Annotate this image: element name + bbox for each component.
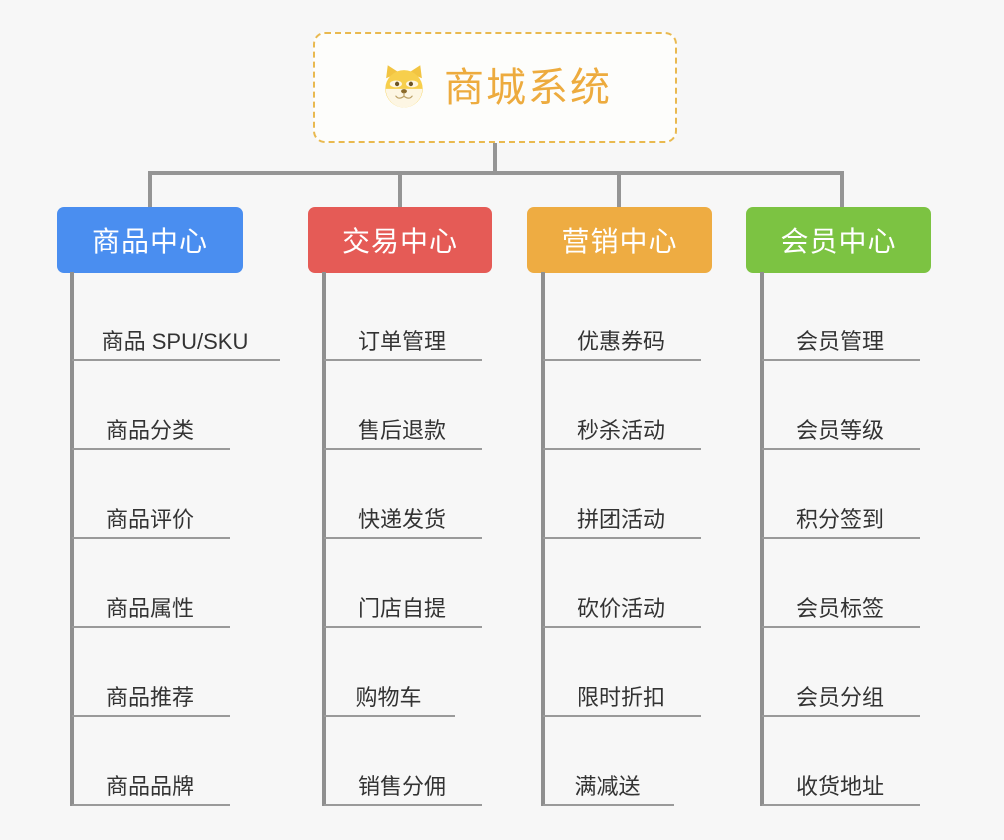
branch-spine-3: [541, 272, 545, 806]
leaf-underline: [324, 804, 482, 806]
leaf-underline: [762, 359, 920, 361]
leaf-label: 门店自提: [357, 595, 446, 621]
leaf-label: 限时折扣: [576, 684, 665, 710]
leaf-item[interactable]: 商品推荐: [70, 628, 230, 717]
leaf-label: 商品评价: [105, 506, 194, 532]
leaf-item[interactable]: 收货地址: [760, 717, 920, 806]
leaf-label: 售后退款: [357, 417, 446, 443]
leaf-item[interactable]: 商品属性: [70, 539, 230, 628]
leaf-item[interactable]: 购物车: [322, 628, 455, 717]
connector-horizontal-bus: [148, 171, 844, 175]
root-title: 商城系统: [444, 65, 612, 110]
leaf-label: 商品品牌: [105, 773, 194, 799]
category-label-3: 营销中心: [561, 226, 678, 257]
leaf-label: 会员等级: [795, 417, 884, 443]
leaf-underline: [762, 626, 920, 628]
leaf-item[interactable]: 商品 SPU/SKU: [70, 272, 280, 361]
leaf-underline: [72, 537, 230, 539]
leaf-underline: [72, 715, 230, 717]
leaf-item[interactable]: 会员分组: [760, 628, 920, 717]
root-node[interactable]: 商城系统: [313, 32, 677, 143]
leaf-label: 拼团活动: [576, 506, 665, 532]
leaf-label: 会员分组: [795, 684, 884, 710]
leaf-underline: [72, 626, 230, 628]
leaf-underline: [762, 715, 920, 717]
leaf-item[interactable]: 秒杀活动: [541, 361, 701, 450]
category-label-4: 会员中心: [780, 226, 897, 257]
leaf-item[interactable]: 拼团活动: [541, 450, 701, 539]
leaf-underline: [543, 448, 701, 450]
leaf-label: 销售分佣: [357, 773, 446, 799]
leaf-underline: [324, 359, 482, 361]
leaf-label: 会员标签: [795, 595, 884, 621]
leaf-underline: [72, 804, 230, 806]
leaf-item[interactable]: 会员管理: [760, 272, 920, 361]
category-box-4[interactable]: 会员中心: [746, 207, 931, 273]
leaf-underline: [543, 626, 701, 628]
leaf-item[interactable]: 订单管理: [322, 272, 482, 361]
leaf-label: 购物车: [355, 684, 422, 710]
leaf-label: 会员管理: [795, 328, 884, 354]
leaf-item[interactable]: 门店自提: [322, 539, 482, 628]
leaf-label: 商品属性: [105, 595, 194, 621]
leaf-label: 订单管理: [357, 328, 446, 354]
shiba-dog-face-icon: [378, 62, 430, 114]
branch-spine-1: [70, 272, 74, 806]
category-label-1: 商品中心: [91, 226, 208, 257]
branch-spine-2: [322, 272, 326, 806]
connector-drop-1: [148, 171, 152, 209]
leaf-item[interactable]: 优惠券码: [541, 272, 701, 361]
leaf-item[interactable]: 砍价活动: [541, 539, 701, 628]
leaf-item[interactable]: 会员等级: [760, 361, 920, 450]
leaf-underline: [72, 448, 230, 450]
leaf-label: 积分签到: [795, 506, 884, 532]
leaf-item[interactable]: 商品分类: [70, 361, 230, 450]
leaf-underline: [324, 715, 455, 717]
branch-spine-4: [760, 272, 764, 806]
connector-drop-3: [617, 171, 621, 209]
leaf-label: 快递发货: [357, 506, 446, 532]
leaf-label: 秒杀活动: [576, 417, 665, 443]
category-box-1[interactable]: 商品中心: [57, 207, 243, 273]
category-box-2[interactable]: 交易中心: [308, 207, 492, 273]
category-box-3[interactable]: 营销中心: [527, 207, 712, 273]
leaf-underline: [324, 626, 482, 628]
leaf-underline: [324, 448, 482, 450]
leaf-label: 商品推荐: [105, 684, 194, 710]
leaf-underline: [72, 359, 280, 361]
leaf-underline: [543, 804, 674, 806]
leaf-label: 商品分类: [105, 417, 194, 443]
leaf-underline: [324, 537, 482, 539]
leaf-underline: [543, 715, 701, 717]
leaf-underline: [543, 359, 701, 361]
leaf-item[interactable]: 积分签到: [760, 450, 920, 539]
leaf-item[interactable]: 商品评价: [70, 450, 230, 539]
leaf-underline: [543, 537, 701, 539]
connector-drop-4: [840, 171, 844, 209]
leaf-label: 砍价活动: [576, 595, 665, 621]
leaf-underline: [762, 448, 920, 450]
leaf-label: 商品 SPU/SKU: [101, 328, 249, 354]
leaf-item[interactable]: 满减送: [541, 717, 674, 806]
leaf-label: 收货地址: [795, 773, 884, 799]
leaf-underline: [762, 537, 920, 539]
leaf-label: 满减送: [574, 773, 641, 799]
leaf-item[interactable]: 商品品牌: [70, 717, 230, 806]
leaf-item[interactable]: 销售分佣: [322, 717, 482, 806]
category-label-2: 交易中心: [341, 226, 458, 257]
leaf-item[interactable]: 会员标签: [760, 539, 920, 628]
connector-drop-2: [398, 171, 402, 209]
leaf-item[interactable]: 限时折扣: [541, 628, 701, 717]
leaf-item[interactable]: 快递发货: [322, 450, 482, 539]
leaf-label: 优惠券码: [576, 328, 665, 354]
connector-root-stem: [493, 143, 497, 173]
leaf-underline: [762, 804, 920, 806]
leaf-item[interactable]: 售后退款: [322, 361, 482, 450]
